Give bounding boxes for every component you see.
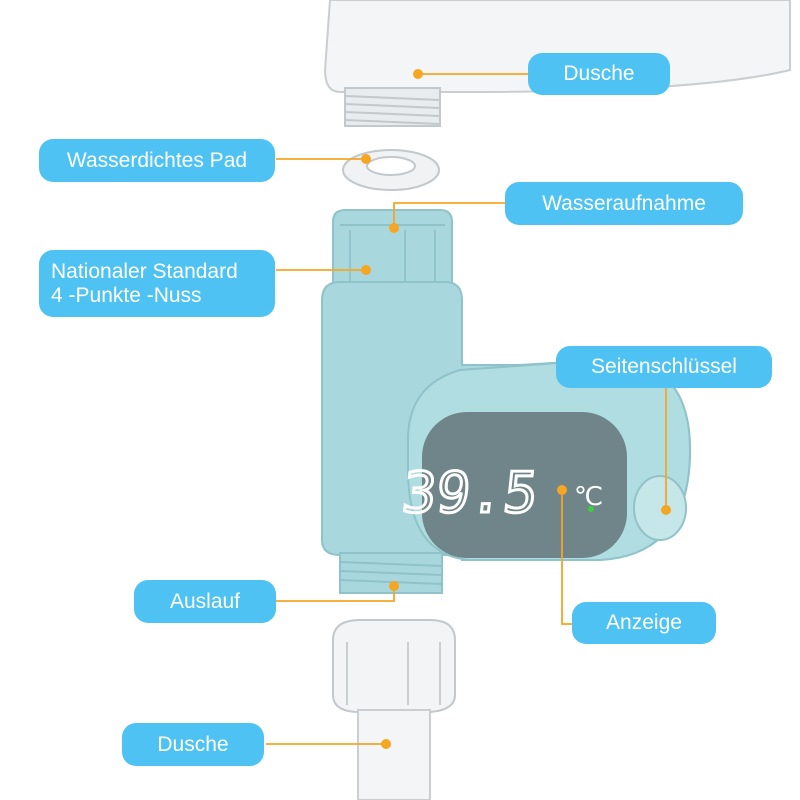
label-outlet: Auslauf	[134, 580, 276, 623]
label-national-standard-line2: 4 -Punkte -Nuss	[51, 283, 202, 307]
shower-hose-bottom	[332, 619, 456, 800]
led-display: 39.5 ℃	[398, 412, 627, 558]
label-waterproof-pad: Wasserdichtes Pad	[39, 139, 275, 182]
label-display: Anzeige	[572, 602, 716, 644]
leader-dots	[361, 69, 671, 749]
status-led	[588, 506, 594, 512]
display-reading: 39.5	[399, 461, 541, 526]
label-shower-bottom: Dusche	[122, 723, 264, 766]
label-side-key: Seitenschlüssel	[556, 346, 772, 388]
label-water-intake: Wasseraufnahme	[505, 182, 743, 225]
label-shower-top: Dusche	[528, 53, 670, 95]
display-unit: ℃	[574, 482, 603, 512]
waterproof-pad	[342, 149, 440, 191]
label-national-standard-line1: Nationaler Standard	[51, 260, 238, 284]
label-national-standard: Nationaler Standard 4 -Punkte -Nuss	[39, 250, 275, 317]
